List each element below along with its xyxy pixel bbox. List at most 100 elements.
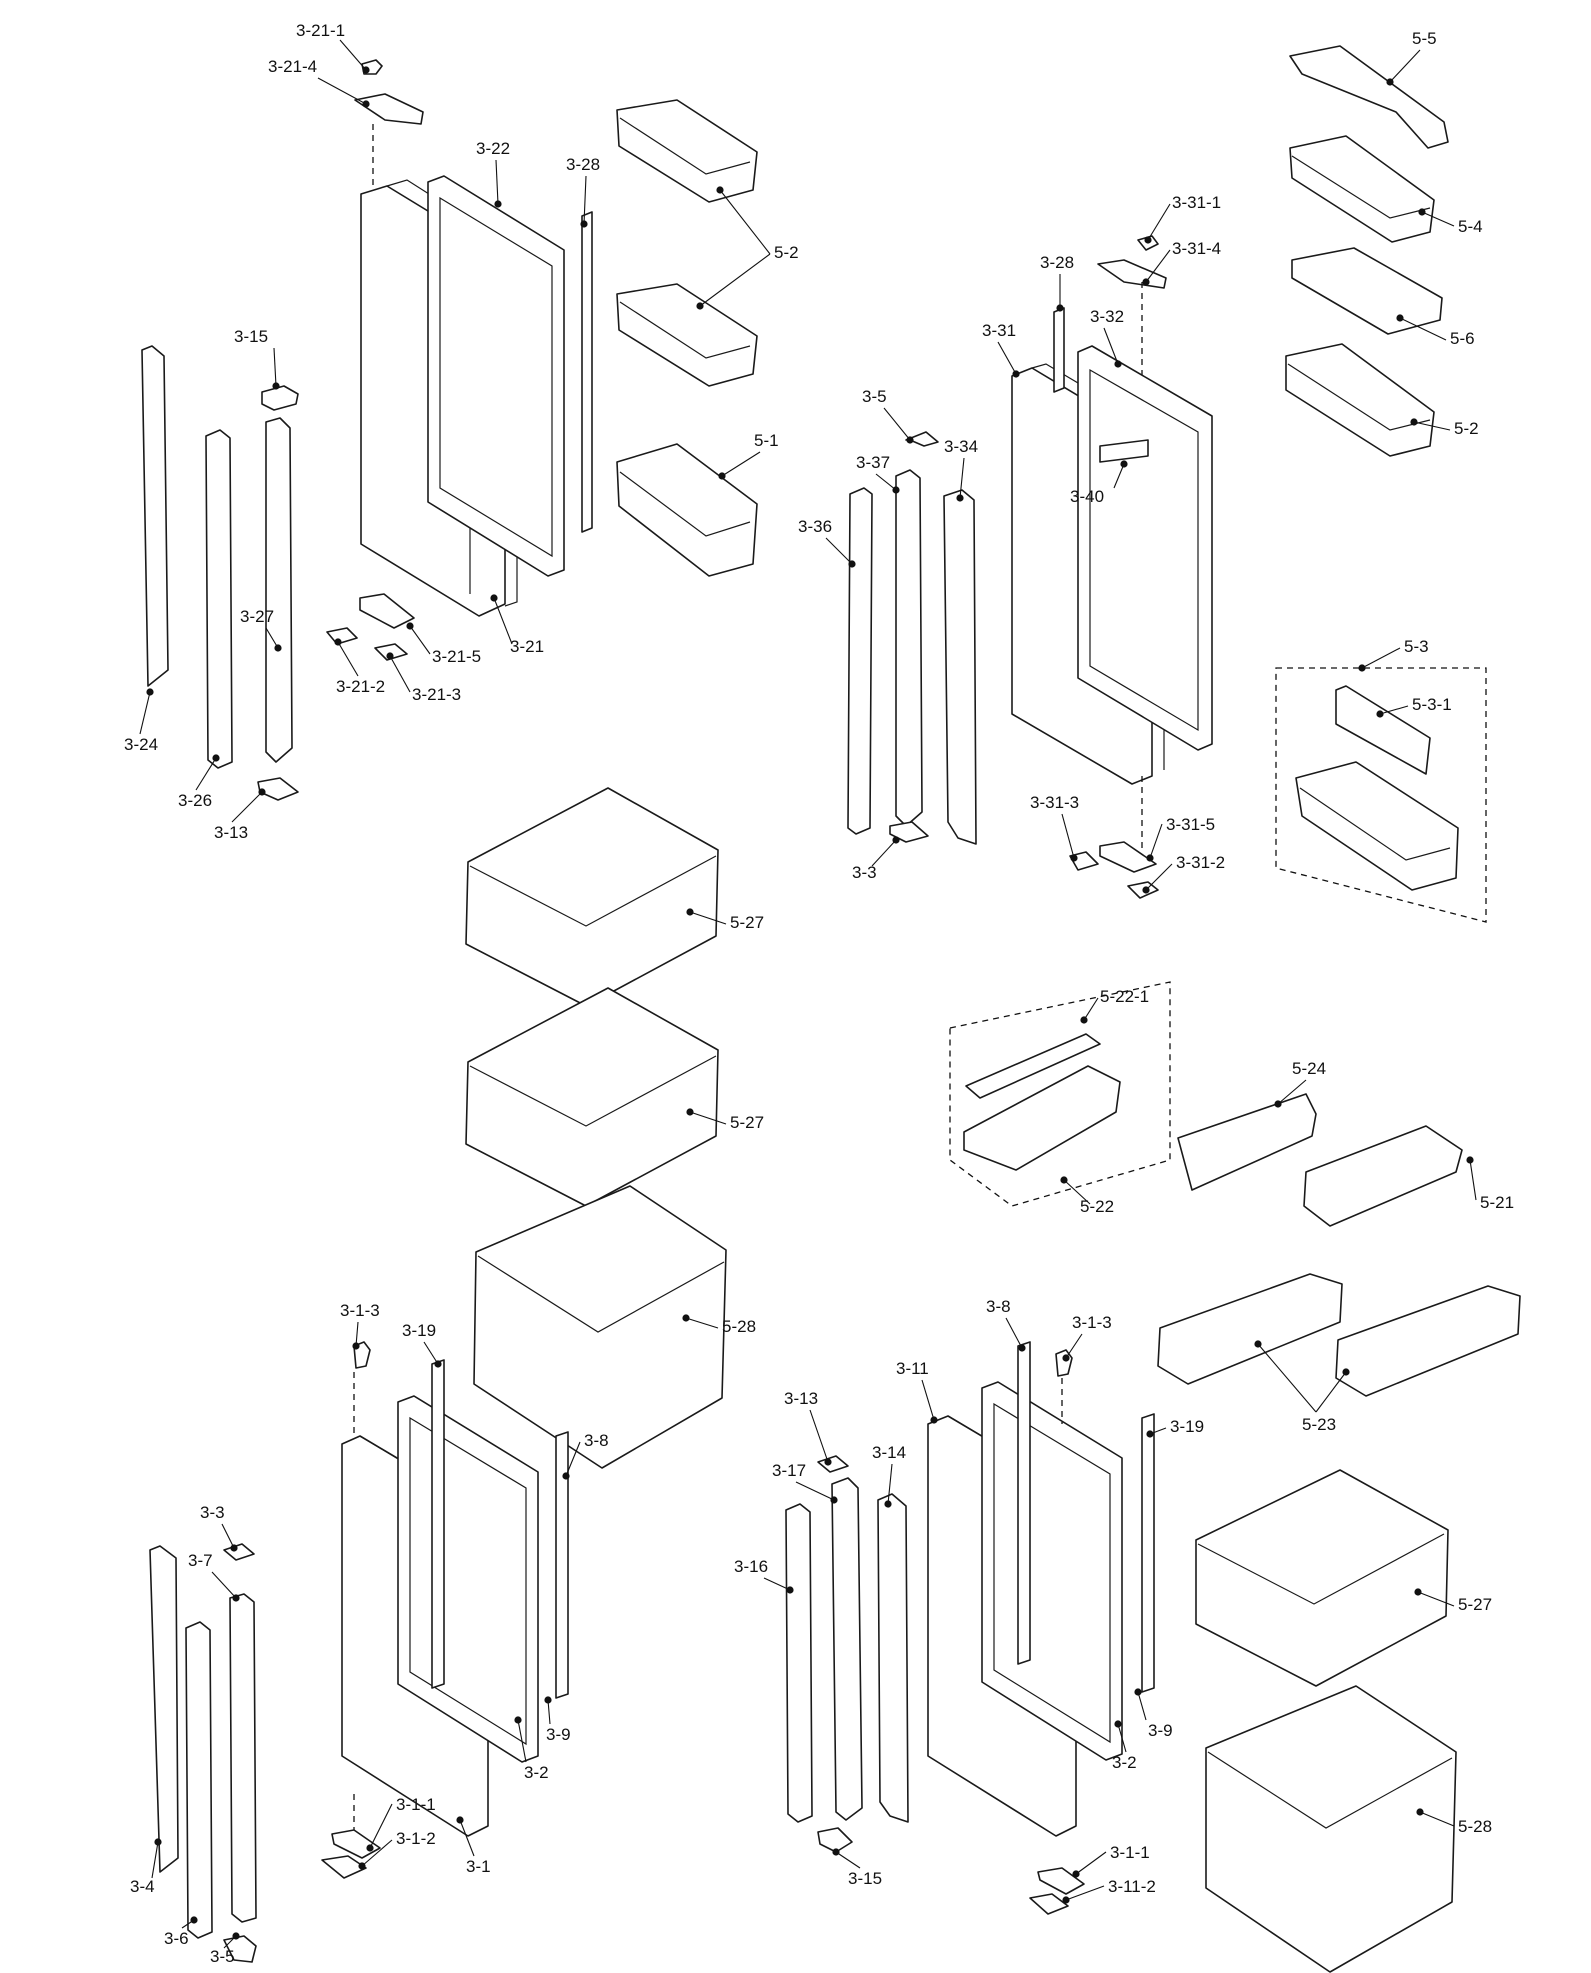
panel-3-4 bbox=[149, 1545, 179, 1873]
ice-bin-5-22 bbox=[963, 1065, 1121, 1171]
leader-line-5-27 bbox=[689, 911, 727, 925]
label-5-21: 5-21 bbox=[1480, 1193, 1514, 1212]
leader-dot-5-6 bbox=[1396, 314, 1404, 322]
leader-dot-5-2 bbox=[696, 302, 704, 310]
leader-dot-3-37 bbox=[892, 486, 900, 494]
hinge-plate-3-31-4 bbox=[1097, 259, 1167, 289]
leader-dot-3-11-2 bbox=[1062, 1896, 1070, 1904]
leader-dot-3-19 bbox=[434, 1360, 442, 1368]
strip-3-8-left bbox=[555, 1431, 569, 1699]
rail-5-24 bbox=[1177, 1093, 1317, 1191]
leader-line-3-19 bbox=[423, 1341, 439, 1365]
leader-dot-5-27 bbox=[686, 1108, 694, 1116]
leader-line-3-8 bbox=[565, 1441, 581, 1477]
label-5-1: 5-1 bbox=[754, 431, 779, 450]
leader-line-3-2 bbox=[517, 1719, 527, 1763]
label-3-15: 3-15 bbox=[234, 327, 268, 346]
label-3-19-left: 3-19 bbox=[402, 1321, 436, 1340]
label-3-24: 3-24 bbox=[124, 735, 158, 754]
label-3-9-right: 3-9 bbox=[1148, 1721, 1173, 1740]
leader-dot-3-13 bbox=[824, 1458, 832, 1466]
leader-dot-3-16 bbox=[786, 1586, 794, 1594]
clip-3-15-right bbox=[817, 1827, 853, 1853]
strip-3-8-right bbox=[1017, 1341, 1031, 1665]
leader-dot-3-36 bbox=[848, 560, 856, 568]
leader-dot-3-21-2 bbox=[334, 638, 342, 646]
strip-3-28-right bbox=[1053, 307, 1065, 393]
leader-dot-3-2 bbox=[1114, 1720, 1122, 1728]
leader-line-3-21-5 bbox=[409, 625, 431, 655]
label-3-31-2: 3-31-2 bbox=[1176, 853, 1225, 872]
leader-line-3-4 bbox=[151, 1841, 159, 1879]
parts-drawings bbox=[141, 45, 1521, 1973]
rail-3-27 bbox=[265, 417, 293, 763]
leader-line-3-24 bbox=[139, 691, 151, 735]
label-5-6: 5-6 bbox=[1450, 329, 1475, 348]
leader-line-3-1-2 bbox=[361, 1839, 393, 1867]
panel-3-14 bbox=[877, 1493, 909, 1823]
label-3-2-right: 3-2 bbox=[1112, 1753, 1137, 1772]
leader-dot-5-24 bbox=[1274, 1100, 1282, 1108]
label-3-9-left: 3-9 bbox=[546, 1725, 571, 1744]
leader-dot-3-19 bbox=[1146, 1430, 1154, 1438]
leader-dot-3-13 bbox=[258, 788, 266, 796]
leader-dot-3-14 bbox=[884, 1500, 892, 1508]
clip-3-13 bbox=[257, 777, 299, 801]
leader-line-3-14 bbox=[887, 1463, 893, 1505]
leader-line-5-3 bbox=[1361, 647, 1401, 669]
clip-3-13-right bbox=[817, 1455, 849, 1473]
leader-line-5-2 bbox=[699, 253, 771, 307]
leader-dot-5-3 bbox=[1358, 664, 1366, 672]
leader-line-5-1 bbox=[721, 451, 761, 477]
label-3-40: 3-40 bbox=[1070, 487, 1104, 506]
leader-line-3-31 bbox=[997, 341, 1017, 375]
leader-dot-5-22-1 bbox=[1080, 1016, 1088, 1024]
label-3-5: 3-5 bbox=[862, 387, 887, 406]
leader-dot-5-27 bbox=[1414, 1588, 1422, 1596]
leader-dot-3-1-2 bbox=[358, 1862, 366, 1870]
divider-5-3-1 bbox=[1335, 685, 1431, 775]
leader-line-3-9 bbox=[547, 1699, 551, 1725]
label-5-2: 5-2 bbox=[774, 243, 799, 262]
leader-dot-5-1 bbox=[718, 472, 726, 480]
leader-dot-3-34 bbox=[956, 494, 964, 502]
leader-dot-3-8 bbox=[562, 1472, 570, 1480]
label-3-8-right: 3-8 bbox=[986, 1297, 1011, 1316]
leader-line-3-15 bbox=[835, 1851, 861, 1869]
drawer-5-27-right bbox=[1195, 1469, 1449, 1687]
leader-dot-3-8 bbox=[1018, 1344, 1026, 1352]
label-3-31-1: 3-31-1 bbox=[1172, 193, 1221, 212]
leader-line-3-28 bbox=[583, 175, 587, 225]
leader-dot-3-9 bbox=[1134, 1688, 1142, 1696]
leader-dot-3-3 bbox=[230, 1544, 238, 1552]
label-3-1-1-right: 3-1-1 bbox=[1110, 1843, 1150, 1862]
label-3-31: 3-31 bbox=[982, 321, 1016, 340]
leader-line-3-40 bbox=[1113, 463, 1125, 489]
rail-3-7 bbox=[229, 1593, 257, 1923]
leader-dot-3-31-5 bbox=[1146, 854, 1154, 862]
bracket-3-21-2 bbox=[326, 627, 358, 645]
label-5-27-a: 5-27 bbox=[730, 913, 764, 932]
leader-line-5-2 bbox=[1413, 421, 1451, 431]
leader-line-3-21 bbox=[493, 597, 513, 645]
leader-line-3-7 bbox=[211, 1571, 237, 1599]
label-3-31-4: 3-31-4 bbox=[1172, 239, 1221, 258]
leader-line-5-27 bbox=[689, 1111, 727, 1125]
leader-line-5-28 bbox=[1419, 1811, 1455, 1827]
bin-5-2-c bbox=[1285, 343, 1435, 457]
gasket-3-32 bbox=[1077, 345, 1213, 751]
panel-3-34 bbox=[943, 489, 977, 845]
leader-line-5-22 bbox=[1063, 1179, 1091, 1205]
leader-dot-3-1-1 bbox=[1072, 1870, 1080, 1878]
label-3-6: 3-6 bbox=[164, 1929, 189, 1948]
label-3-26: 3-26 bbox=[178, 791, 212, 810]
label-5-4: 5-4 bbox=[1458, 217, 1483, 236]
leader-line-3-31-3 bbox=[1061, 813, 1075, 859]
label-3-21-3: 3-21-3 bbox=[412, 685, 461, 704]
label-5-27-b: 5-27 bbox=[730, 1113, 764, 1132]
leader-line-3-31-4 bbox=[1145, 249, 1171, 283]
leader-line-3-21-4 bbox=[317, 77, 367, 105]
label-3-17: 3-17 bbox=[772, 1461, 806, 1480]
drawer-5-27-a bbox=[465, 787, 719, 1007]
group-box-5-22 bbox=[949, 981, 1171, 1207]
